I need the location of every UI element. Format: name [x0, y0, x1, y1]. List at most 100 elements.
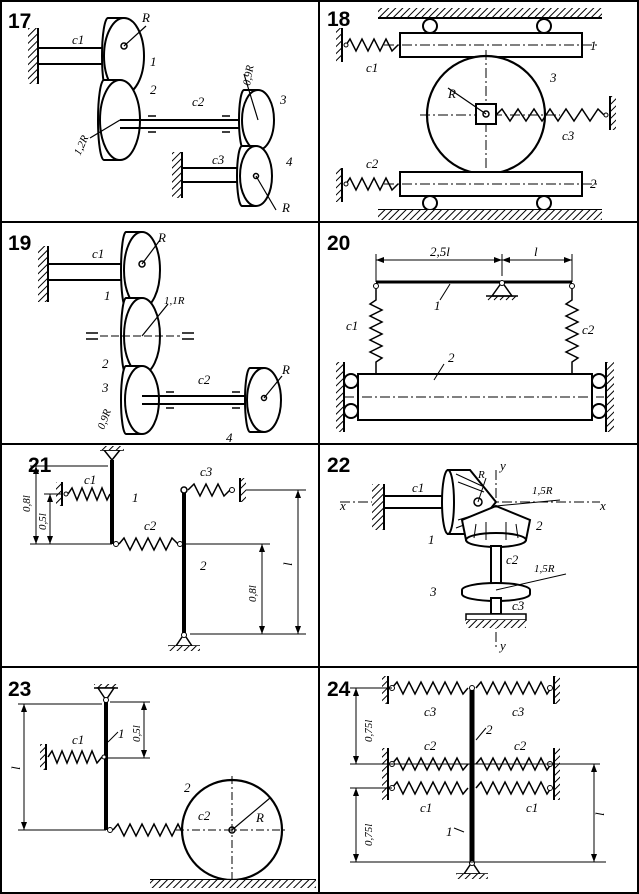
label-c3: c3 [512, 704, 525, 719]
label-c3: c3 [562, 128, 575, 143]
panel-19: 19 [8, 230, 290, 445]
label-2: 2 [486, 722, 493, 737]
spring-c2 [118, 536, 179, 552]
label-0.8l: 0,8l [247, 585, 259, 602]
label-2: 2 [590, 176, 597, 191]
gear-4 [244, 367, 283, 433]
label-R: R [447, 86, 456, 101]
label-R: R [281, 362, 290, 377]
label-1: 1 [590, 38, 597, 53]
label-c2: c2 [198, 808, 211, 823]
wall-support [336, 362, 344, 432]
label-c1: c1 [420, 800, 432, 815]
wall-support [610, 96, 616, 130]
label-c2: c2 [192, 94, 205, 109]
label-2: 2 [448, 350, 455, 365]
label-0.9R: 0,9R [241, 64, 256, 87]
label-c1: c1 [72, 32, 84, 47]
label-0.75l: 0,75l [363, 720, 375, 742]
label-0.8l: 0,8l [21, 495, 33, 512]
label-R: R [477, 469, 485, 481]
roller [343, 373, 359, 389]
label-c2: c2 [366, 156, 379, 171]
roller [343, 403, 359, 419]
label-x: x [599, 498, 606, 513]
roller [591, 373, 607, 389]
spring-c1-left [391, 780, 469, 796]
label-l: l [8, 766, 23, 770]
label-0.9R: 0,9R [96, 407, 114, 431]
panel-17: 17 [8, 10, 293, 215]
label-1.5R: 1,5R [532, 485, 553, 497]
wall-support [240, 478, 246, 502]
wall-support [554, 676, 560, 704]
panel-18: 18 1 c1 [327, 8, 616, 220]
gear-3 [120, 365, 160, 435]
spring-c1 [47, 749, 103, 765]
label-3: 3 [549, 70, 557, 85]
wall-support [382, 748, 388, 800]
panel-number: 23 [8, 678, 31, 701]
wall-support [606, 362, 614, 432]
label-3: 3 [279, 92, 287, 107]
label-c1: c1 [366, 60, 378, 75]
shaft-c2 [490, 545, 502, 589]
floor [378, 210, 602, 220]
roller [536, 18, 552, 34]
ceiling [378, 8, 602, 18]
label-1.1R: 1,1R [164, 295, 185, 307]
roller [422, 195, 438, 211]
shaft-c1 [383, 495, 449, 509]
panel-number: 24 [327, 678, 351, 701]
label-l: l [592, 812, 607, 816]
label-c1: c1 [92, 246, 104, 261]
shaft-c3 [490, 597, 502, 615]
spring-c1 [368, 289, 384, 374]
label-2.5l: 2,5l [430, 244, 450, 259]
label-0.75l: 0,75l [363, 824, 375, 846]
panel-number: 22 [327, 454, 350, 477]
shaft-c3 [181, 167, 245, 183]
label-0.5l: 0,5l [37, 513, 49, 530]
panel-23: 23 0,5l c1 1 [8, 678, 316, 888]
spring-c2 [345, 176, 399, 192]
panel-24: 24 [327, 676, 607, 879]
label-c1: c1 [72, 732, 84, 747]
label-c3: c3 [424, 704, 437, 719]
label-c2: c2 [506, 552, 519, 567]
label-c1: c1 [346, 318, 358, 333]
label-1: 1 [434, 298, 441, 313]
label-c2: c2 [582, 322, 595, 337]
label-2: 2 [536, 518, 543, 533]
label-R: R [255, 810, 264, 825]
label-2: 2 [200, 558, 207, 573]
floor [466, 620, 526, 628]
panel-number: 19 [8, 232, 31, 255]
wall-support [554, 748, 560, 800]
label-c2: c2 [144, 518, 157, 533]
label-4: 4 [286, 154, 293, 169]
label-R: R [281, 200, 290, 215]
label-c3: c3 [212, 152, 225, 167]
gear-4 [236, 145, 277, 211]
label-1: 1 [446, 824, 453, 839]
panel-number: 18 [327, 8, 351, 31]
wall-support [38, 246, 48, 302]
shaft-c1 [37, 47, 105, 65]
spring-c1 [345, 37, 399, 53]
label-R: R [141, 10, 150, 25]
label-1: 1 [104, 288, 111, 303]
label-1.2R: 1,2R [72, 133, 92, 157]
label-1.5R: 1,5R [534, 563, 555, 575]
spring-c3 [495, 107, 605, 123]
shaft-c1 [47, 263, 129, 281]
label-1: 1 [150, 54, 157, 69]
label-c2: c2 [198, 372, 211, 387]
label-y: y [498, 458, 506, 473]
label-1: 1 [428, 532, 435, 547]
label-3: 3 [101, 380, 109, 395]
spring-c3-left [391, 680, 469, 696]
spring-c1-right [475, 780, 552, 796]
label-c1: c1 [84, 472, 96, 487]
